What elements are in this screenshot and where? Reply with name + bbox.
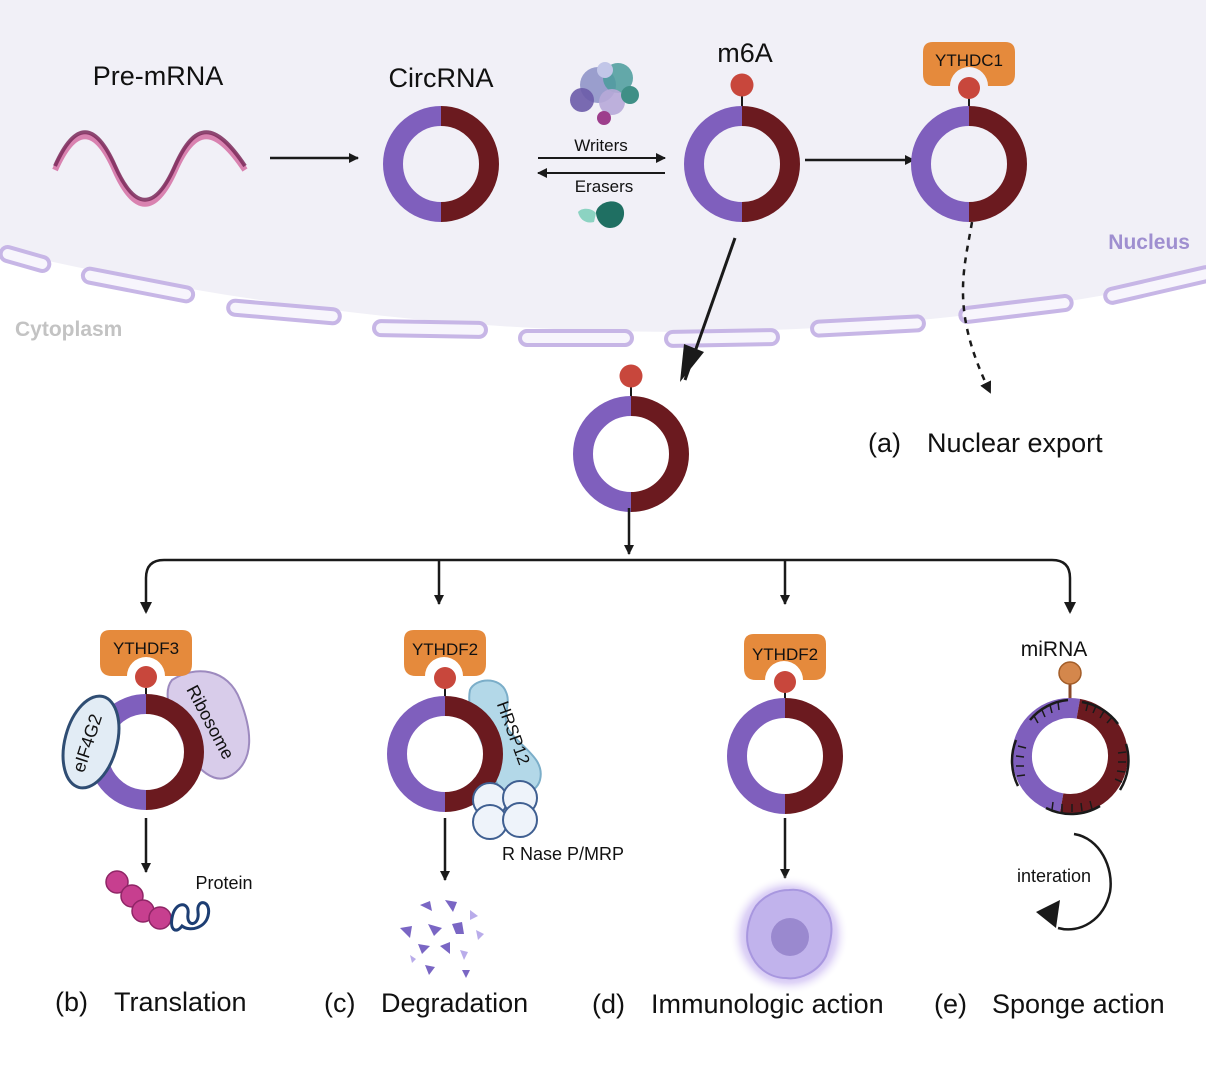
interaction-cycle-arrow (1057, 832, 1112, 931)
m6a-site (730, 73, 754, 97)
branch-bar (144, 558, 1072, 612)
mirna-label: miRNA (1021, 638, 1088, 661)
writers-label: Writers (574, 136, 628, 155)
m6a-label: m6A (717, 38, 773, 68)
nucleus-region (0, 0, 1206, 332)
outcome-e-letter: (e) (934, 989, 967, 1019)
circrna-label: CircRNA (389, 63, 494, 93)
outcome-b-label: Translation (114, 987, 247, 1017)
m6a-circrna (684, 73, 800, 222)
immunologic-complex: YTHDF2 (727, 634, 843, 814)
ythdf2-d-label: YTHDF2 (752, 645, 818, 664)
ythdf3-label: YTHDF3 (113, 639, 179, 658)
pre-mrna-wave-strand (53, 130, 247, 202)
outcome-b-letter: (b) (55, 987, 88, 1017)
erasers-label: Erasers (575, 177, 634, 196)
rnase-complex-icon (472, 780, 538, 840)
interation-label: interation (1017, 866, 1091, 886)
nuclear-envelope (0, 245, 1206, 348)
mirna-binding-arcs (1010, 698, 1130, 816)
outcome-d-label: Immunologic action (651, 989, 884, 1019)
circrna-ring (383, 106, 499, 222)
outcome-a-letter: (a) (868, 428, 901, 458)
rnase-label: R Nase P/MRP (502, 844, 624, 864)
rna-fragments-icon (400, 900, 484, 978)
ythdc1-complex: YTHDC1 (911, 42, 1027, 222)
pre-mrna-label: Pre-mRNA (93, 61, 224, 91)
interaction-cycle-arrow-head (1036, 900, 1060, 928)
arrow-to-cytoplasm-head (680, 344, 704, 382)
protein-chain-icon (105, 870, 211, 932)
arrow-nuclear-export (961, 221, 992, 394)
erasers-enzyme-icon (578, 201, 625, 228)
outcome-a-label: Nuclear export (927, 428, 1103, 458)
pre-mrna-wave (52, 133, 248, 207)
cytoplasm-m6a-circrna (573, 364, 689, 512)
outcome-c-label: Degradation (381, 988, 528, 1018)
degradation-complex: HRSP12 YTHDF2 (387, 630, 542, 840)
immune-cell-icon (729, 875, 849, 995)
writers-complex-icon (570, 62, 639, 125)
cytoplasm-label: Cytoplasm (15, 318, 122, 341)
outcome-d-letter: (d) (592, 989, 625, 1019)
ythdf2-c-label: YTHDF2 (412, 640, 478, 659)
translation-complex: Ribosome YTHDF3 eIF4G2 (61, 630, 251, 810)
outcome-c-letter: (c) (324, 988, 355, 1018)
branch-arrow-b (140, 602, 152, 614)
branch-arrow-e (1064, 602, 1076, 614)
ythdc1-label: YTHDC1 (935, 51, 1003, 70)
mirna-binding-ticks (1015, 701, 1127, 812)
protein-label: Protein (195, 873, 252, 893)
nucleus-label: Nucleus (1108, 231, 1190, 254)
outcome-e-label: Sponge action (992, 989, 1165, 1019)
sponge-circrna (1010, 661, 1130, 816)
